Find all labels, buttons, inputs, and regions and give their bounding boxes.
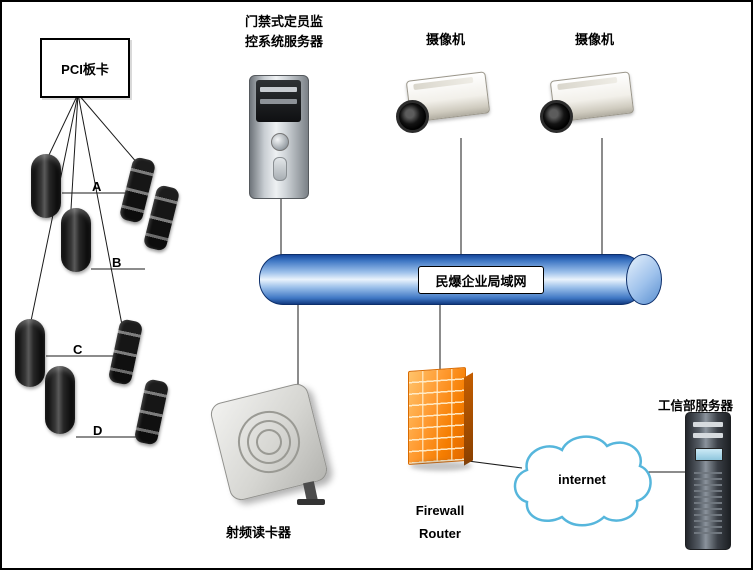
access-server-label: 门禁式定员监 控系统服务器 xyxy=(244,14,323,50)
server-grill xyxy=(694,472,722,538)
drive-slot xyxy=(693,422,723,427)
drive-slot xyxy=(260,99,297,104)
zone-label-c: C xyxy=(73,342,83,357)
camera-left-label: 摄像机 xyxy=(426,32,466,47)
rfid-base xyxy=(297,499,325,505)
camera-lens-icon xyxy=(540,100,573,133)
camera-left-icon xyxy=(394,60,492,140)
camera-right-icon xyxy=(538,60,636,140)
internet-label: internet xyxy=(558,472,606,487)
server-drive-bay xyxy=(256,80,301,122)
camera-right-label: 摄像机 xyxy=(575,32,615,47)
infrared-pillar-sensor xyxy=(31,154,61,218)
lan-label-box: 民爆企业局域网 xyxy=(418,266,544,294)
server-indicator xyxy=(273,157,287,181)
zone-label-a: A xyxy=(92,179,102,194)
firewall-label: Firewall Router xyxy=(415,503,465,542)
lan-bus-endcap xyxy=(626,254,662,305)
server-screen xyxy=(695,448,723,461)
cloud-outline xyxy=(513,435,652,527)
pci-card-label: PCI板卡 xyxy=(61,61,109,77)
zone-label-b: B xyxy=(112,255,122,270)
firewall-brick-wall xyxy=(408,366,466,466)
firewall-icon xyxy=(404,366,482,471)
drive-slot xyxy=(260,87,297,92)
firewall-side-face xyxy=(464,372,473,466)
drive-slot xyxy=(693,433,723,438)
miit-server-icon xyxy=(685,412,731,550)
lan-label: 民爆企业局域网 xyxy=(435,273,527,289)
rfid-reader-label: 射频读卡器 xyxy=(226,525,292,540)
firewall-shadow xyxy=(410,461,472,471)
camera-ridge xyxy=(557,76,618,91)
rfid-reader-icon xyxy=(207,381,335,516)
access-server-icon xyxy=(249,75,309,199)
power-button-icon xyxy=(271,133,289,151)
infrared-pillar-sensor xyxy=(45,366,75,434)
internet-cloud: internet xyxy=(513,435,652,527)
camera-ridge xyxy=(413,76,474,91)
miit-server-label: 工信部服务器 xyxy=(658,399,734,413)
infrared-pillar-sensor xyxy=(15,319,45,387)
zone-label-d: D xyxy=(93,423,103,438)
camera-lens-icon xyxy=(396,100,429,133)
infrared-pillar-sensor xyxy=(61,208,91,272)
pci-card-box: PCI板卡 xyxy=(40,38,130,98)
